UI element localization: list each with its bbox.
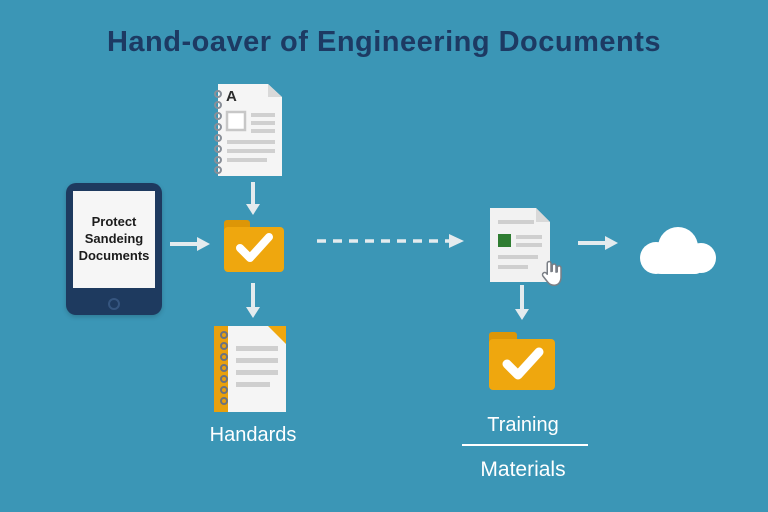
folder-check-icon [489, 332, 555, 390]
document-letter: A [226, 88, 237, 105]
tablet-text-line: Protect [91, 214, 137, 230]
selected-document-icon [490, 208, 562, 286]
document-page-icon [490, 208, 550, 282]
label-divider [462, 444, 588, 446]
materials-label: Materials [480, 458, 566, 481]
tablet-screen: Protect Sandeing Documents [73, 191, 155, 288]
arrow-down-icon [515, 285, 529, 320]
handards-label: Handards [209, 424, 297, 446]
tablet-text-line: Documents [78, 247, 150, 263]
hand-cursor-icon [541, 260, 562, 286]
arrow-right-icon [578, 236, 618, 250]
cloud-icon [640, 227, 716, 274]
folder-check-icon [224, 220, 284, 272]
arrow-right-icon [170, 237, 210, 251]
tablet-icon: Protect Sandeing Documents [66, 183, 162, 315]
page-title: Hand-oaver of Engineering Documents [106, 26, 662, 58]
tablet-text-line: Sandeing [84, 231, 144, 247]
dashed-arrow-right-icon [317, 234, 464, 248]
arrow-down-icon [246, 182, 260, 215]
arrow-down-icon [246, 283, 260, 318]
training-label: Training [487, 414, 559, 436]
spiral-notebook-document-icon: A [210, 84, 282, 176]
spiral-notebook-page-icon [214, 84, 282, 176]
tablet-home-button-icon [108, 298, 120, 310]
spiral-report-document-icon [214, 326, 286, 412]
